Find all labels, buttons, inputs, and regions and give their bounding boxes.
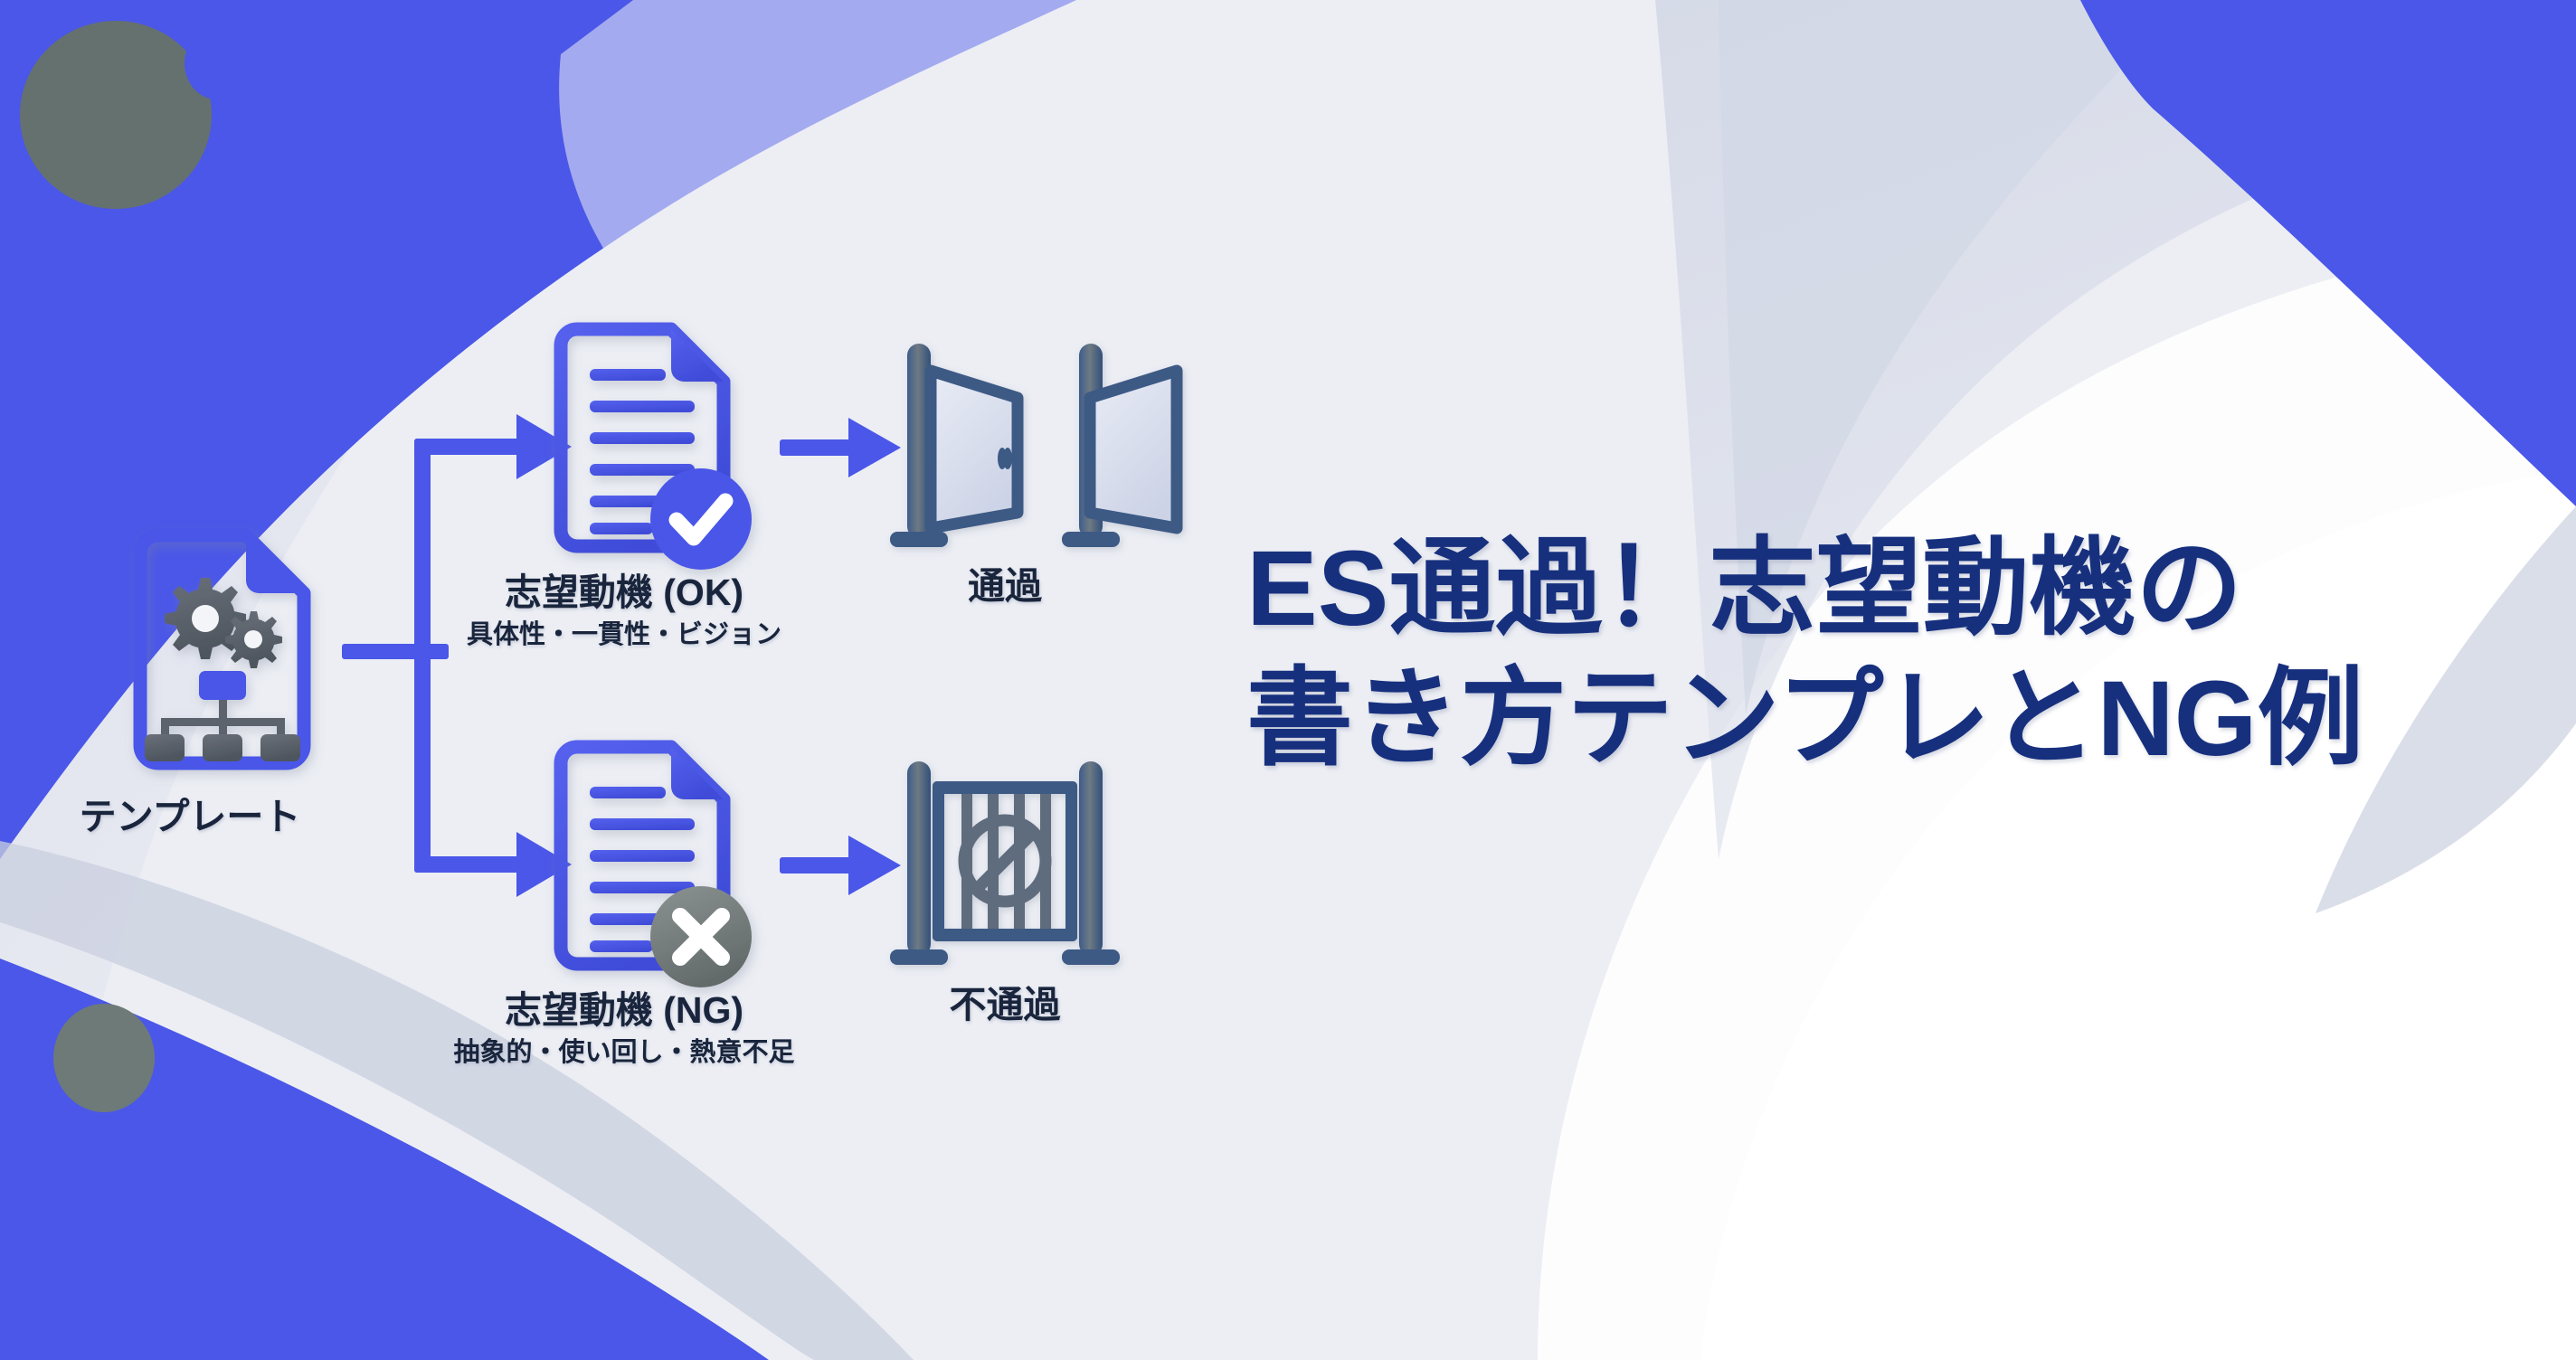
pass-result-label: 通過 <box>869 565 1141 608</box>
page-title-line-2: 書き方テンプレとNG例 <box>1246 658 2364 779</box>
ok-node-label-sub: 具体性・一貫性・ビジョン <box>466 620 781 650</box>
cross-badge-icon <box>650 886 752 987</box>
gear-small-icon <box>225 611 282 668</box>
blue-circle-small <box>185 27 250 99</box>
blue-wedge-top-left <box>0 0 1076 859</box>
right-arrow-icon-ok <box>780 418 901 477</box>
page-title-line-1: ES通過！志望動機の <box>1246 529 2243 648</box>
document-lines <box>590 787 695 952</box>
branch-arrow-icon <box>342 414 572 897</box>
document-check-icon <box>554 322 752 570</box>
white-blob-right-inner <box>1700 470 2576 1360</box>
gray-circle-bottom <box>53 1004 155 1112</box>
pass-result-label-text: 通過 <box>968 565 1042 607</box>
ng-node-label: 志望動機 (NG) 抽象的・使い回し・熱意不足 <box>384 989 864 1068</box>
template-node-label: テンプレート <box>0 796 380 838</box>
page-title: ES通過！志望動機の 書き方テンプレとNG例 <box>1246 524 2449 785</box>
check-badge-icon <box>650 468 752 570</box>
gray-wedge-top-right-tail <box>2316 506 2576 913</box>
gray-circle-large-top <box>20 21 212 209</box>
ng-node-label-main: 志望動機 (NG) <box>504 989 744 1031</box>
ng-node-label-sub: 抽象的・使い回し・熱意不足 <box>453 1038 795 1068</box>
ok-node-label-main: 志望動機 (OK) <box>504 571 744 613</box>
no-entry-icon <box>958 814 1052 908</box>
template-document-gears-icon <box>133 528 311 770</box>
document-lines <box>590 369 695 534</box>
gray-band-bottom-left <box>0 841 914 1360</box>
lavender-wave-top-right-2 <box>1719 0 2189 714</box>
ok-node-label: 志望動機 (OK) 具体性・一貫性・ビジョン <box>389 571 859 650</box>
open-gate-icon <box>890 344 1183 547</box>
fail-result-label-text: 不通過 <box>949 984 1061 1025</box>
right-arrow-icon-ng <box>780 836 901 895</box>
blue-wedge-bottom-left <box>0 959 769 1360</box>
template-node-label-text: テンプレート <box>79 796 301 837</box>
closed-gate-icon <box>890 761 1120 965</box>
blue-wedge-top-left-notch <box>559 0 1076 298</box>
blue-wedge-top-right <box>2080 0 2576 506</box>
fail-result-label: 不通過 <box>869 984 1141 1026</box>
hierarchy-icon <box>145 671 300 761</box>
document-cross-icon <box>554 740 752 987</box>
